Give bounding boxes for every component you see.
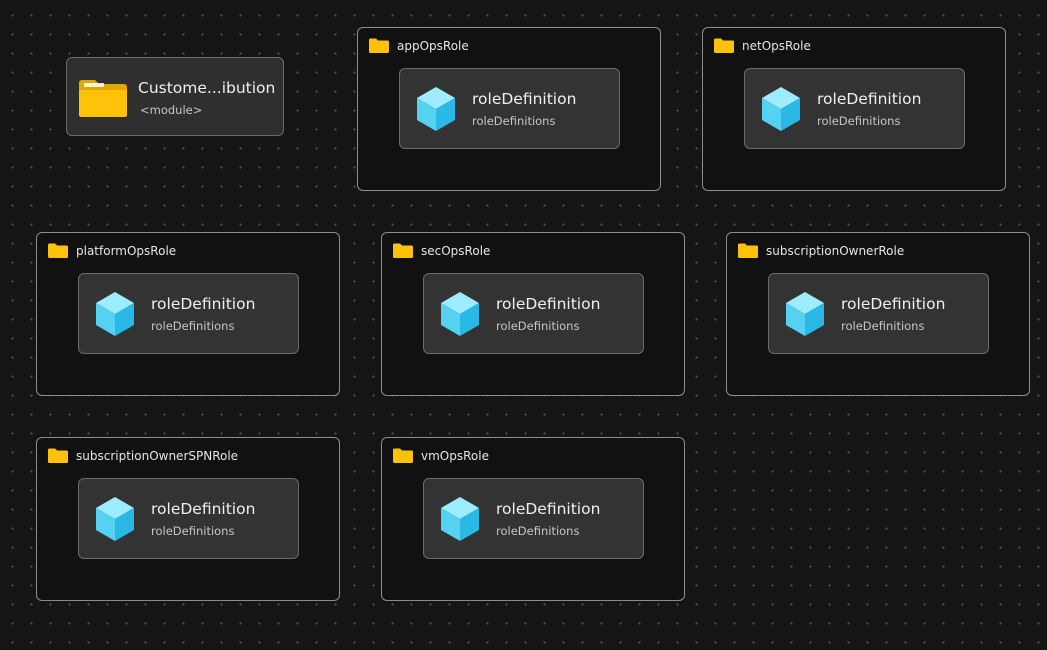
cube-icon (94, 290, 136, 342)
resource-subtitle: roleDefinitions (817, 114, 901, 128)
folder-icon (714, 38, 734, 57)
resource-subtitle: roleDefinitions (472, 114, 556, 128)
group-subscriptionOwnerSPNRole[interactable]: subscriptionOwnerSPNRole roleDefinition … (36, 437, 340, 601)
resource-title: roleDefinition (472, 90, 577, 108)
folder-icon (738, 243, 758, 262)
resource-node-roleDefinition[interactable]: roleDefinition roleDefinitions (399, 68, 620, 149)
folder-icon (48, 243, 68, 262)
cube-icon (760, 85, 802, 137)
resource-node-roleDefinition[interactable]: roleDefinition roleDefinitions (78, 478, 299, 559)
cube-icon (439, 495, 481, 547)
resource-node-roleDefinition[interactable]: roleDefinition roleDefinitions (768, 273, 989, 354)
module-node[interactable]: Custome...ibution <module> (66, 57, 284, 136)
group-label: subscriptionOwnerRole (766, 244, 905, 258)
cube-icon (439, 290, 481, 342)
group-label: platformOpsRole (76, 244, 177, 258)
cube-icon (784, 290, 826, 342)
resource-node-roleDefinition[interactable]: roleDefinition roleDefinitions (423, 478, 644, 559)
resource-subtitle: roleDefinitions (151, 524, 235, 538)
module-subtitle: <module> (140, 103, 203, 117)
group-subscriptionOwnerRole[interactable]: subscriptionOwnerRole roleDefinition rol… (726, 232, 1030, 396)
resource-node-roleDefinition[interactable]: roleDefinition roleDefinitions (423, 273, 644, 354)
module-title: Custome...ibution (138, 79, 276, 97)
group-label: subscriptionOwnerSPNRole (76, 449, 239, 463)
group-netOpsRole[interactable]: netOpsRole roleDefinition roleDefinition… (702, 27, 1006, 191)
group-appOpsRole[interactable]: appOpsRole roleDefinition roleDefinition… (357, 27, 661, 191)
group-platformOpsRole[interactable]: platformOpsRole roleDefinition roleDefin… (36, 232, 340, 396)
folder-icon (369, 38, 389, 57)
resource-title: roleDefinition (817, 90, 922, 108)
group-label: appOpsRole (397, 39, 469, 53)
folder-icon (48, 448, 68, 467)
resource-subtitle: roleDefinitions (151, 319, 235, 333)
group-label: vmOpsRole (421, 449, 489, 463)
group-vmOpsRole[interactable]: vmOpsRole roleDefinition roleDefinitions (381, 437, 685, 601)
resource-node-roleDefinition[interactable]: roleDefinition roleDefinitions (78, 273, 299, 354)
resource-node-roleDefinition[interactable]: roleDefinition roleDefinitions (744, 68, 965, 149)
folder-icon (393, 243, 413, 262)
resource-subtitle: roleDefinitions (496, 524, 580, 538)
cube-icon (94, 495, 136, 547)
group-secOpsRole[interactable]: secOpsRole roleDefinition roleDefinition… (381, 232, 685, 396)
folder-icon (78, 78, 128, 122)
resource-title: roleDefinition (151, 295, 256, 313)
group-label: netOpsRole (742, 39, 811, 53)
resource-subtitle: roleDefinitions (841, 319, 925, 333)
resource-subtitle: roleDefinitions (496, 319, 580, 333)
group-label: secOpsRole (421, 244, 491, 258)
resource-title: roleDefinition (151, 500, 256, 518)
resource-title: roleDefinition (496, 500, 601, 518)
resource-title: roleDefinition (496, 295, 601, 313)
folder-icon (393, 448, 413, 467)
cube-icon (415, 85, 457, 137)
resource-title: roleDefinition (841, 295, 946, 313)
